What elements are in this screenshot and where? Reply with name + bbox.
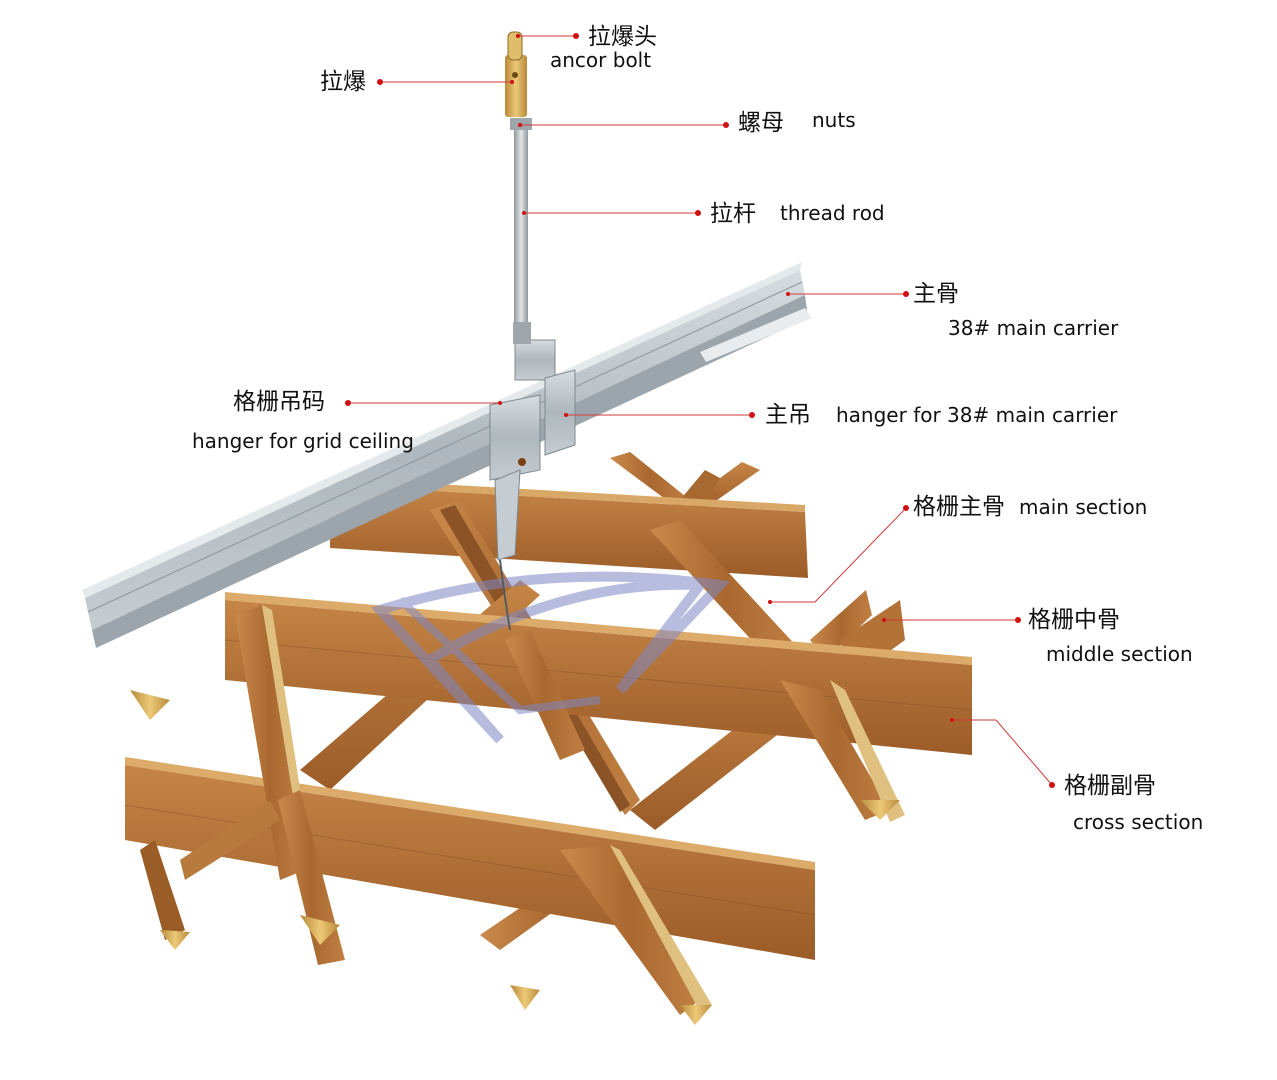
anchor-bolt [505,31,527,117]
main-carrier-beam [82,262,812,648]
main-hanger-label-zh: 主吊 [765,402,811,428]
cross-section-label-zh: 格栅副骨 [1064,773,1156,799]
main-section-label-en: main section [1019,495,1148,519]
grid-hanger-label-en: hanger for grid ceiling [192,429,414,453]
main-carrier-label-en: 38# main carrier [948,316,1119,340]
anchor-head-label-zh: 拉爆头 [588,24,657,50]
main-hanger-bracket [514,339,576,456]
main-carrier-label-zh: 主骨 [913,281,959,307]
thread-rod [510,118,532,344]
grid-cross-blades [140,605,905,1015]
middle-section-label-zh: 格栅中骨 [1028,607,1120,633]
main-hanger-label-en: hanger for 38# main carrier [836,403,1118,427]
main-section-label-zh: 格栅主骨 [913,494,1005,520]
grid-hanger-bracket [489,394,541,631]
anchor-label-zh: 拉爆 [320,69,366,95]
anchor-head-label-en: ancor bolt [550,48,652,72]
leader-dots [345,33,1055,788]
nuts-label-zh: 螺母 [738,110,784,136]
grid-hanger-label-zh: 格栅吊码 [233,389,325,415]
grid-profile-ends [130,690,900,1025]
nuts-label-en: nuts [812,108,856,132]
watermark-logo [370,571,731,744]
thread-rod-label-zh: 拉杆 [710,201,756,227]
middle-section-label-en: middle section [1046,642,1193,666]
cross-section-label-en: cross section [1073,810,1204,834]
leader-lines [348,35,1053,786]
thread-rod-label-en: thread rod [780,201,885,225]
grid-main-section-front [124,757,816,960]
